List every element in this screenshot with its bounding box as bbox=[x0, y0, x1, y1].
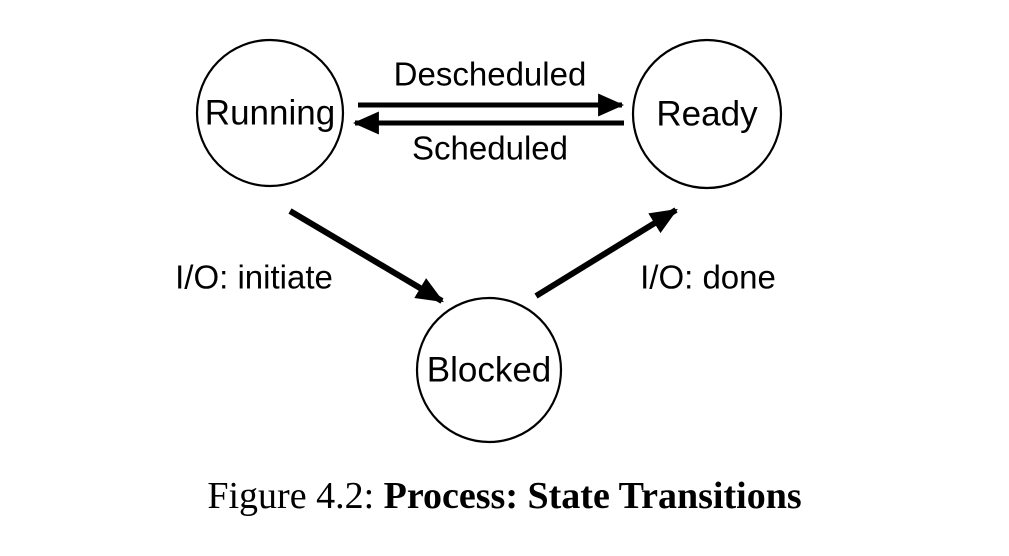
running-circle bbox=[195, 38, 345, 188]
running-label: Running bbox=[205, 93, 335, 132]
blocked-circle bbox=[415, 296, 563, 444]
edge-running-to-ready: Descheduled bbox=[358, 56, 625, 117]
ready-circle bbox=[631, 38, 783, 190]
figure-caption-prefix: Figure 4.2: bbox=[207, 475, 375, 517]
io-done-arrow bbox=[534, 207, 678, 299]
node-blocked[interactable]: Blocked bbox=[415, 296, 563, 444]
io-initiate-label: I/O: initiate bbox=[175, 259, 333, 296]
descheduled-label: Descheduled bbox=[394, 56, 587, 93]
state-transition-diagram: Running Ready Blocked Descheduled Schedu… bbox=[175, 38, 783, 444]
figure-caption-title: Process: State Transitions bbox=[383, 475, 802, 517]
node-running[interactable]: Running bbox=[195, 38, 345, 188]
blocked-label: Blocked bbox=[427, 350, 552, 389]
ready-label: Ready bbox=[656, 94, 758, 133]
io-done-label: I/O: done bbox=[640, 259, 776, 296]
figure-caption: Figure 4.2: Process: State Transitions bbox=[0, 474, 1009, 518]
scheduled-label: Scheduled bbox=[412, 130, 568, 167]
edge-running-to-blocked: I/O: initiate bbox=[175, 208, 444, 304]
node-ready[interactable]: Ready bbox=[631, 38, 783, 190]
edge-blocked-to-ready: I/O: done bbox=[534, 207, 776, 299]
edge-ready-to-running: Scheduled bbox=[352, 111, 624, 167]
io-initiate-arrow bbox=[288, 208, 444, 304]
